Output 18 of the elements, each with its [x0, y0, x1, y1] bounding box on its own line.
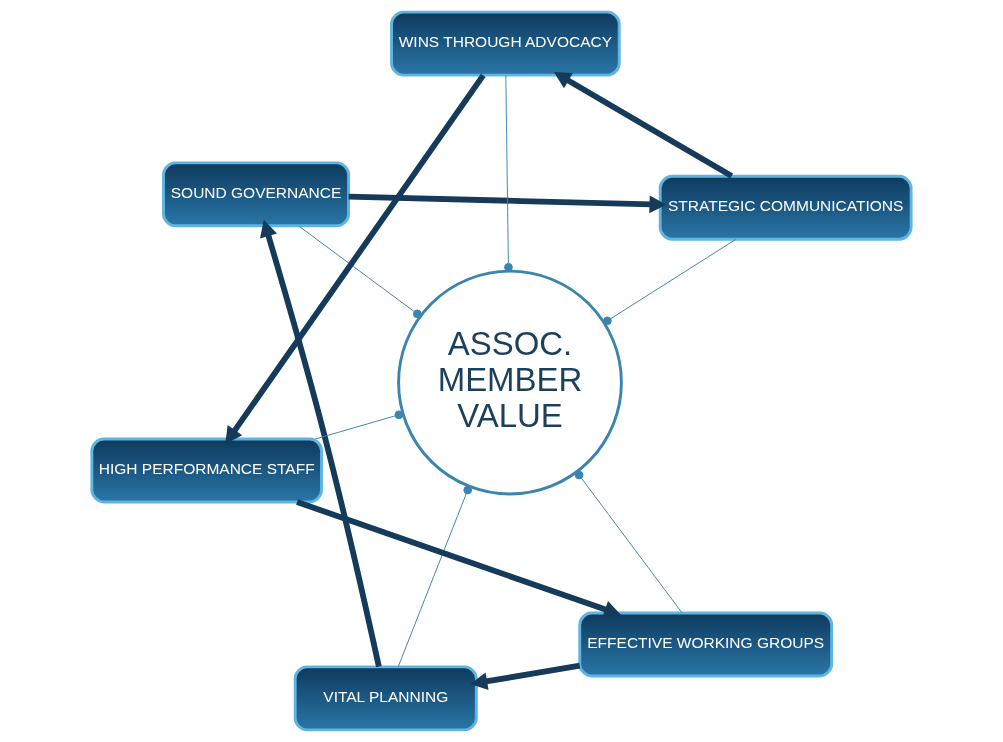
node-box: SOUND GOVERNANCE — [162, 161, 351, 228]
node-box: WINS THROUGH ADVOCACY — [390, 10, 621, 77]
arrow — [553, 72, 734, 179]
arrow — [470, 662, 581, 691]
arrow — [348, 193, 667, 214]
connector — [504, 74, 513, 272]
connector — [397, 485, 473, 668]
node-box: HIGH PERFORMANCE STAFF — [90, 437, 323, 504]
connector — [603, 238, 737, 326]
node-box: EFFECTIVE WORKING GROUPS — [578, 611, 834, 678]
connector — [574, 470, 683, 614]
node-box: VITAL PLANNING — [293, 665, 478, 732]
arrow — [260, 219, 382, 668]
connector — [298, 225, 422, 319]
arrow — [225, 73, 486, 444]
connector — [314, 410, 404, 440]
arrow — [296, 499, 622, 618]
node-box: STRATEGIC COMMUNICATIONS — [658, 174, 913, 241]
